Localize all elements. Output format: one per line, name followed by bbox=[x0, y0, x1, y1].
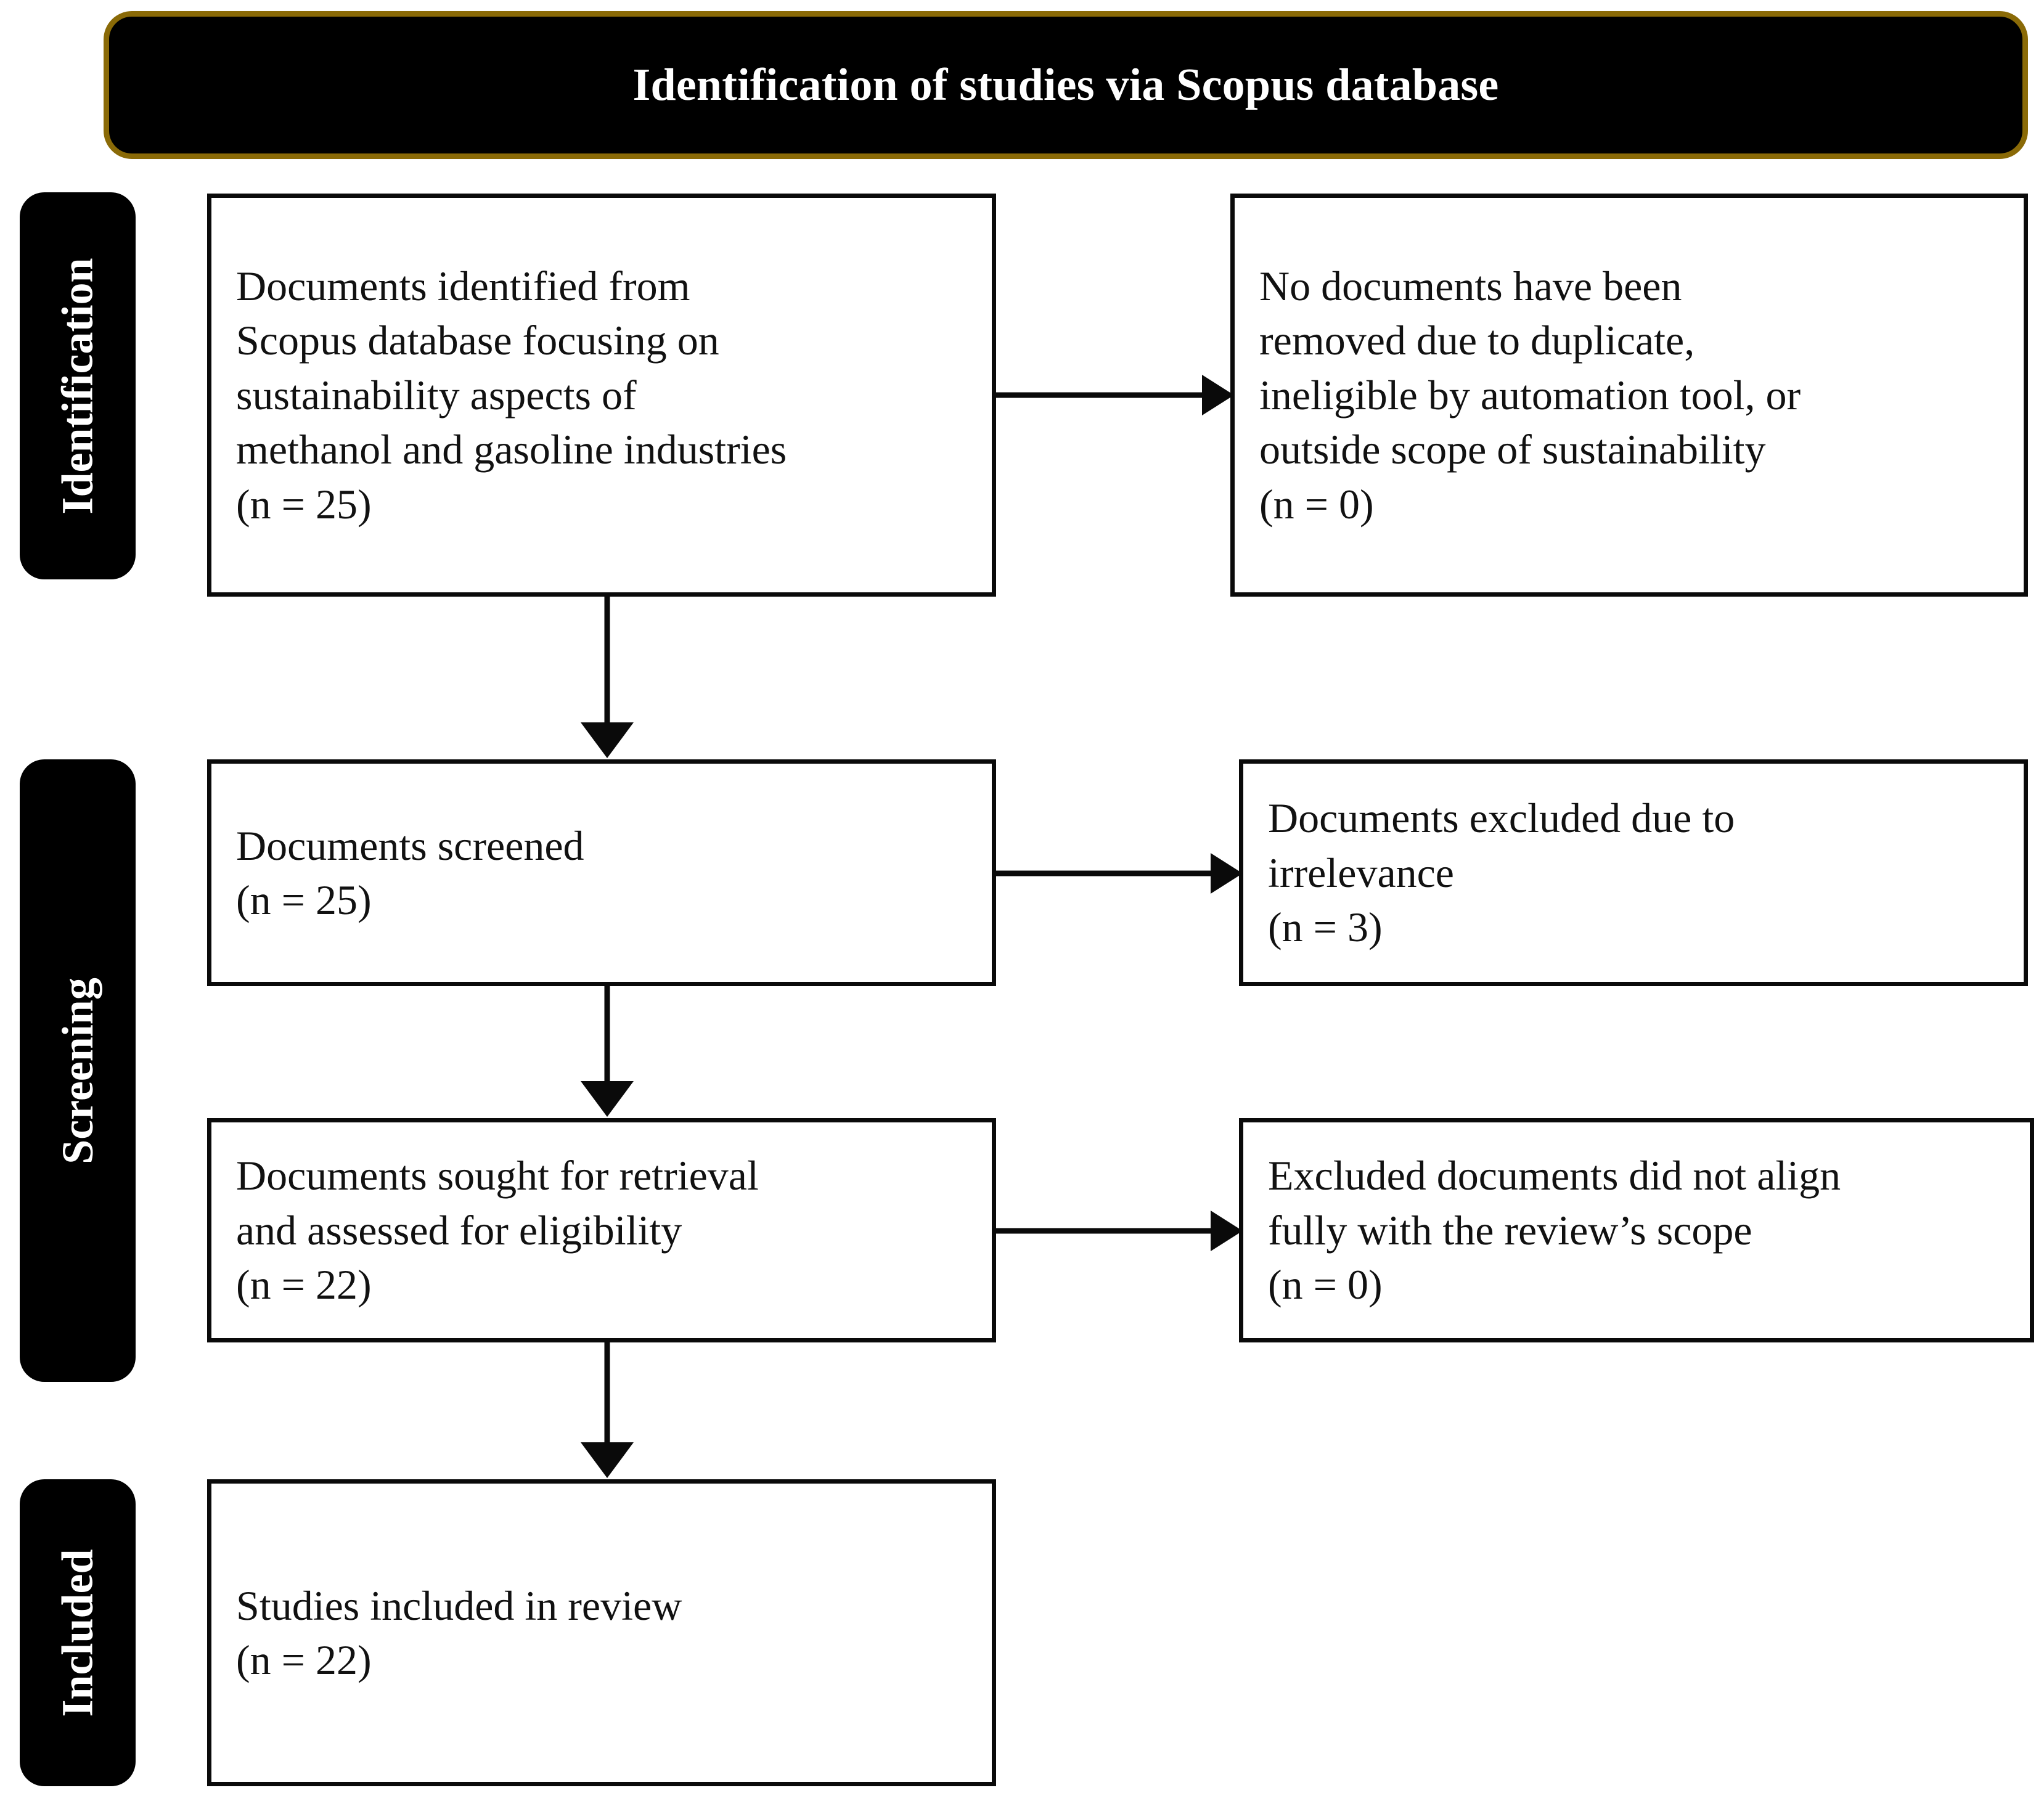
flow-box-documents-excluded-irrelevance-text: Documents excluded due to irrelevance (n… bbox=[1268, 794, 1735, 951]
arrow-shaft bbox=[604, 597, 610, 725]
arrow-right-identified-to-removed bbox=[996, 374, 1234, 417]
arrow-shaft bbox=[604, 986, 610, 1084]
arrow-head-icon bbox=[1202, 375, 1234, 415]
arrow-head-icon bbox=[581, 722, 634, 758]
stage-label-identification: Identification bbox=[20, 192, 136, 579]
arrow-right-screened-to-excluded bbox=[996, 852, 1243, 895]
flow-box-documents-screened-text: Documents screened (n = 25) bbox=[236, 822, 584, 923]
arrow-head-icon bbox=[1211, 853, 1243, 894]
arrow-shaft bbox=[996, 392, 1206, 398]
arrow-right-sought-to-excluded-scope bbox=[996, 1209, 1243, 1252]
page-title: Identification of studies via Scopus dat… bbox=[632, 59, 1499, 110]
stage-label-identification-text: Identification bbox=[52, 257, 102, 515]
arrow-shaft bbox=[604, 1342, 610, 1445]
arrow-shaft bbox=[996, 870, 1213, 876]
arrow-down-sought-to-included bbox=[579, 1342, 635, 1478]
flow-box-documents-identified: Documents identified from Scopus databas… bbox=[207, 194, 996, 597]
arrow-down-identified-to-screened bbox=[579, 597, 635, 758]
flow-box-documents-removed: No documents have been removed due to du… bbox=[1230, 194, 2028, 597]
stage-label-included-text: Included bbox=[52, 1548, 102, 1717]
arrow-head-icon bbox=[581, 1442, 634, 1478]
arrow-down-screened-to-sought bbox=[579, 986, 635, 1117]
flow-box-studies-included-text: Studies included in review (n = 22) bbox=[236, 1582, 682, 1683]
stage-label-screening-text: Screening bbox=[52, 977, 102, 1164]
flow-box-documents-sought: Documents sought for retrieval and asses… bbox=[207, 1118, 996, 1342]
flow-box-documents-excluded-scope-text: Excluded documents did not align fully w… bbox=[1268, 1152, 1841, 1309]
flow-box-studies-included: Studies included in review (n = 22) bbox=[207, 1479, 996, 1786]
flow-box-documents-excluded-scope: Excluded documents did not align fully w… bbox=[1239, 1118, 2034, 1342]
stage-label-screening: Screening bbox=[20, 759, 136, 1382]
flow-box-documents-sought-text: Documents sought for retrieval and asses… bbox=[236, 1152, 759, 1309]
flow-box-documents-removed-text: No documents have been removed due to du… bbox=[1259, 263, 1801, 528]
arrow-head-icon bbox=[1211, 1211, 1243, 1251]
diagram-header-banner: Identification of studies via Scopus dat… bbox=[104, 11, 2028, 159]
flow-box-documents-identified-text: Documents identified from Scopus databas… bbox=[236, 263, 787, 528]
flow-box-documents-screened: Documents screened (n = 25) bbox=[207, 759, 996, 986]
stage-label-included: Included bbox=[20, 1479, 136, 1786]
arrow-head-icon bbox=[581, 1081, 634, 1117]
arrow-shaft bbox=[996, 1228, 1213, 1234]
flow-box-documents-excluded-irrelevance: Documents excluded due to irrelevance (n… bbox=[1239, 759, 2028, 986]
